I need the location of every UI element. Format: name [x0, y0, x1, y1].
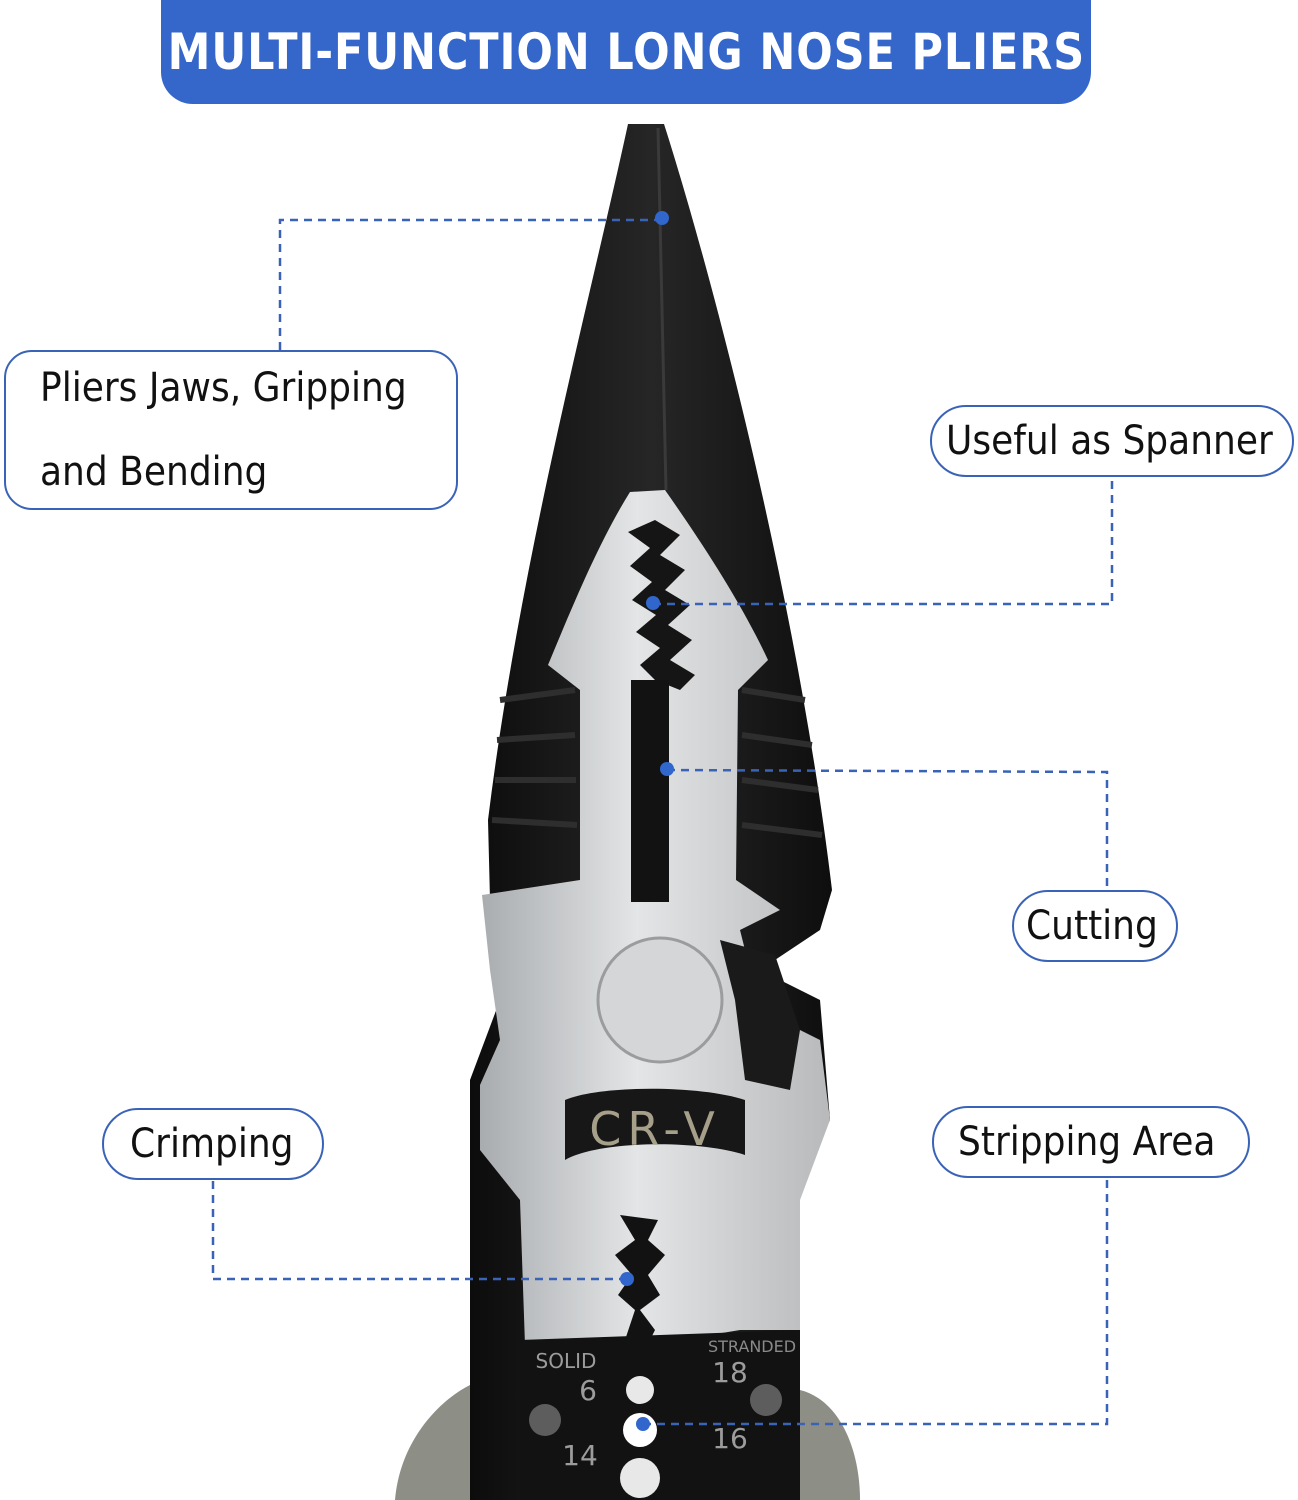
bolt-hole-left	[529, 1404, 561, 1436]
page-title: MULTI-FUNCTION LONG NOSE PLIERS	[167, 23, 1085, 81]
dot-stripping	[636, 1417, 650, 1431]
handle-grip-right	[790, 1390, 860, 1500]
gripping-teeth	[628, 520, 695, 690]
callout-stripping-label: Stripping Area	[958, 1119, 1216, 1165]
callout-cutting: Cutting	[1012, 890, 1178, 962]
leader-stripping	[643, 1179, 1109, 1426]
leader-jaws	[278, 218, 662, 350]
leader-lines	[211, 218, 1114, 1426]
strip-hole	[620, 1458, 660, 1498]
dot-jaws	[655, 211, 669, 225]
dot-crimping	[620, 1272, 634, 1286]
leader-crimping	[211, 1181, 627, 1281]
gauge-6: 6	[579, 1374, 597, 1407]
pivot-nut	[720, 940, 800, 1090]
gauge-16: 16	[712, 1422, 748, 1455]
callout-stripping: Stripping Area	[932, 1106, 1250, 1178]
gauge-18: 18	[712, 1356, 748, 1389]
dot-spanner	[646, 596, 660, 610]
callout-jaws-line1: Pliers Jaws, Gripping	[40, 365, 407, 411]
stranded-marking: STRANDED	[708, 1337, 796, 1356]
stripping-section	[520, 1330, 800, 1500]
handle-grip-left	[395, 1385, 480, 1500]
callout-spanner-label: Useful as Spanner	[946, 418, 1273, 464]
solid-marking: SOLID	[536, 1349, 597, 1373]
leader-dots	[620, 211, 674, 1431]
title-banner: MULTI-FUNCTION LONG NOSE PLIERS	[161, 0, 1091, 104]
strip-hole	[626, 1376, 654, 1404]
grip-ridges-right	[741, 687, 823, 838]
pivot-rivet	[596, 936, 724, 1064]
gauge-14: 14	[562, 1439, 598, 1472]
callout-spanner: Useful as Spanner	[930, 405, 1294, 477]
callout-pliers-jaws: Pliers Jaws, Gripping and Bending	[4, 350, 458, 510]
leader-cutting	[666, 768, 1109, 890]
bolt-hole-right	[750, 1384, 782, 1416]
cutting-slot	[631, 680, 669, 902]
crv-badge	[565, 1088, 745, 1160]
callout-crimping: Crimping	[102, 1108, 324, 1180]
jaw-split-line	[656, 127, 668, 491]
grip-ridges-left	[491, 687, 578, 828]
crimping-notch	[615, 1215, 665, 1360]
callout-cutting-label: Cutting	[1026, 903, 1158, 949]
callout-crimping-label: Crimping	[130, 1121, 294, 1167]
callout-jaws-line2: and Bending	[40, 449, 268, 495]
dot-cutting	[660, 762, 674, 776]
crv-marking: CR-V	[589, 1102, 721, 1156]
